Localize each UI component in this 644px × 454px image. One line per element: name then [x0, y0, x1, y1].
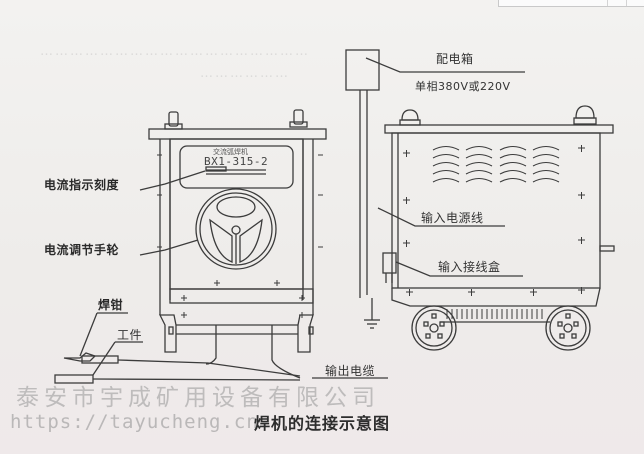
label-supply-voltage: 单相380V或220V [415, 80, 511, 93]
watermark-company: 泰安市宇成矿用设备有限公司 [16, 385, 380, 411]
right-terminal-icon [573, 105, 597, 125]
handwheel-icon [195, 188, 277, 270]
label-output-cable: 输出电缆 [325, 364, 376, 378]
wheel-icon [411, 305, 457, 351]
right-terminal-icon [399, 109, 421, 126]
top-corner-table-fragment [498, 0, 644, 7]
nameplate-model: BX1-315-2 [204, 155, 269, 168]
label-current-scale: 电流指示刻度 [44, 178, 120, 192]
left-terminal-icon [289, 109, 308, 128]
bleed-through-text: ……………… [200, 66, 290, 81]
label-current-handwheel: 电流调节手轮 [44, 243, 120, 257]
label-input-terminal-box: 输入接线盒 [438, 260, 501, 274]
label-distribution-box: 配电箱 [436, 52, 474, 66]
watermark-url: https://tayucheng.cn [10, 411, 259, 433]
label-welding-clamp: 焊钳 [98, 298, 124, 312]
left-terminal-icon [164, 111, 183, 130]
welding-clamp-icon [63, 352, 119, 364]
bleed-through-text: ……………………………………………… [40, 44, 310, 59]
diagram-title: 焊机的连接示意图 [254, 414, 391, 433]
wheel-icon [545, 305, 591, 351]
label-input-power-cable: 输入电源线 [421, 211, 484, 225]
nameplate-header: 交流弧焊机 [213, 148, 248, 156]
vent-grille [432, 145, 560, 183]
label-workpiece: 工件 [117, 328, 143, 342]
bottom-vent-slots [446, 309, 543, 319]
